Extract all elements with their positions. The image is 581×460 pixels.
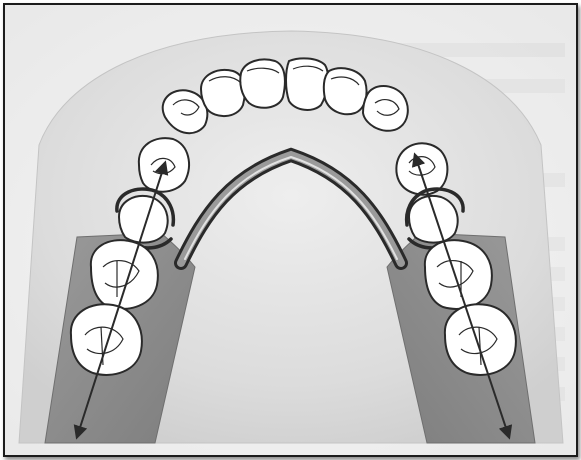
figure-frame <box>3 3 578 457</box>
tooth-molar-left-1 <box>91 240 158 309</box>
tooth-clasped-right <box>409 196 458 243</box>
tooth-anterior-5 <box>324 68 367 114</box>
tooth-premolar-right <box>396 143 447 194</box>
tooth-molar-right-1 <box>425 240 492 309</box>
tooth-molar-left-2 <box>71 304 142 375</box>
tooth-anterior-3 <box>240 60 285 108</box>
tooth-anterior-6 <box>363 86 408 131</box>
dental-arch-illustration <box>5 5 576 455</box>
tooth-clasped-left <box>119 196 168 243</box>
